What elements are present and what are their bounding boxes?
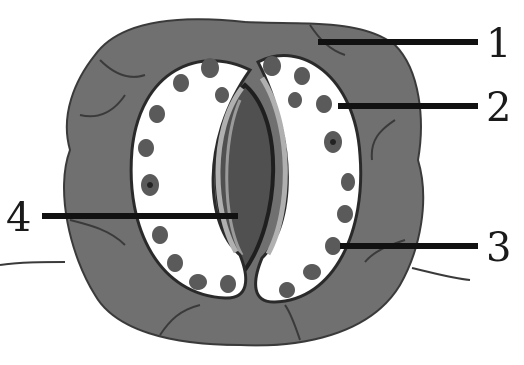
label-2: 2 [486, 88, 511, 128]
nucleus-right [330, 139, 336, 145]
nucleus-left [147, 182, 153, 188]
label-3: 3 [486, 228, 511, 268]
label-1: 1 [486, 24, 511, 64]
label-4: 4 [6, 198, 31, 238]
